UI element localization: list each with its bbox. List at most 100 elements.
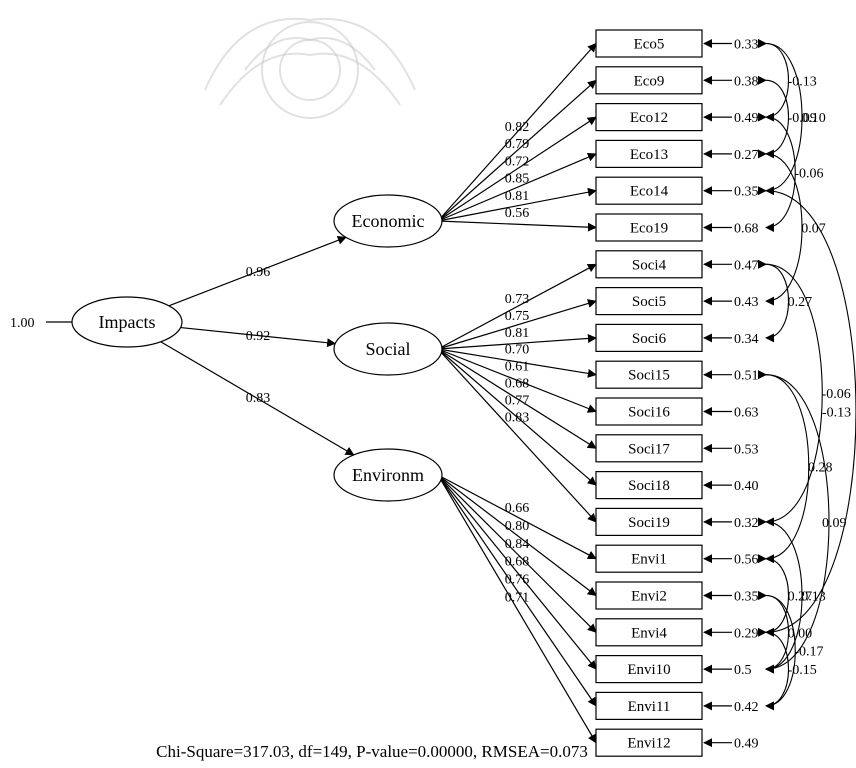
indicator-envi2-label: Envi2 (631, 589, 667, 605)
structural-loading-economic: 0.96 (246, 265, 271, 280)
indicator-soci19 (595, 507, 703, 536)
error-covariance-value: 0.00 (788, 626, 813, 641)
loading-path-eco5 (437, 42, 597, 222)
indicator-soci15 (595, 360, 703, 389)
loading-envi11: 0.76 (505, 573, 530, 588)
indicator-envi12 (595, 728, 703, 757)
latent-economic-label: Economic (352, 211, 425, 231)
error-variance-eco12: 0.49 (734, 111, 759, 126)
error-covariance-curve (757, 38, 803, 196)
error-variance-soci5: 0.43 (734, 295, 759, 310)
latent-impacts-label: Impacts (99, 312, 156, 332)
loading-path-soci18 (437, 348, 597, 486)
error-covariance-curve (757, 627, 790, 711)
structural-loading-social: 0.92 (246, 329, 271, 344)
indicator-eco14 (595, 176, 703, 205)
indicator-soci16 (595, 397, 703, 426)
indicator-eco14-label: Eco14 (630, 184, 669, 200)
indicator-soci6 (595, 323, 703, 352)
error-variance-envi2: 0.35 (734, 590, 759, 605)
loading-eco13: 0.85 (505, 172, 530, 187)
structural-path-environm (160, 341, 355, 456)
error-variance-eco19: 0.68 (734, 222, 759, 237)
error-covariance-curve (757, 590, 790, 674)
error-covariance-value: 0.07 (801, 222, 826, 237)
error-variance-envi12: 0.49 (734, 737, 759, 752)
error-covariance-value: -0.17 (794, 645, 823, 660)
fit-statistics: Chi-Square=317.03, df=149, P-value=0.000… (156, 742, 588, 761)
indicator-soci19-label: Soci19 (628, 515, 670, 531)
loading-eco14: 0.81 (505, 189, 530, 204)
loading-path-soci16 (437, 348, 597, 413)
loading-path-eco12 (437, 116, 597, 222)
error-covariance-value: -0.09 (788, 111, 817, 126)
error-variance-soci19: 0.32 (734, 516, 759, 531)
error-covariance-curve (757, 517, 803, 674)
indicator-envi2 (595, 581, 703, 610)
latent-environm (333, 448, 443, 502)
indicator-envi1 (595, 544, 703, 573)
error-variance-envi10: 0.5 (734, 663, 752, 678)
loading-path-soci4 (437, 263, 597, 350)
loading-soci15: 0.70 (505, 343, 530, 358)
loading-soci17: 0.68 (505, 377, 530, 392)
error-variance-soci17: 0.53 (734, 442, 759, 457)
indicator-envi10-label: Envi10 (627, 662, 670, 678)
indicator-envi1-label: Envi1 (631, 552, 667, 568)
error-variance-soci15: 0.51 (734, 369, 759, 384)
indicator-soci4-label: Soci4 (632, 257, 667, 273)
loading-path-envi10 (437, 474, 597, 670)
error-covariance-curve (757, 590, 796, 711)
loading-soci5: 0.75 (505, 309, 530, 324)
loading-path-soci19 (437, 348, 597, 523)
error-covariance-curve (757, 112, 796, 232)
error-covariance-value: -0.13 (788, 74, 817, 89)
labels-layer: 1.000.960.920.830.820.790.720.850.810.56… (10, 38, 851, 752)
indicator-eco19 (595, 213, 703, 242)
loading-path-eco19 (437, 220, 597, 232)
indicator-envi12-label: Envi12 (627, 736, 670, 752)
indicator-eco9 (595, 66, 703, 95)
indicator-soci15-label: Soci15 (628, 368, 670, 384)
indicator-soci17-label: Soci17 (628, 441, 670, 457)
indicator-soci5-label: Soci5 (632, 294, 666, 310)
loading-eco9: 0.79 (505, 137, 530, 152)
error-covariance-value: 0.10 (801, 111, 826, 126)
error-variance-eco14: 0.35 (734, 185, 759, 200)
root-variance: 1.00 (10, 316, 35, 331)
latent-social (333, 322, 443, 376)
structural-loading-environm: 0.83 (246, 391, 271, 406)
loading-eco12: 0.72 (505, 154, 530, 169)
loading-path-envi11 (437, 474, 597, 707)
indicator-eco5-label: Eco5 (634, 37, 665, 53)
error-variance-envi11: 0.42 (734, 700, 759, 715)
error-covariance-curve (757, 149, 803, 306)
indicator-soci18-label: Soci18 (628, 478, 670, 494)
latent-social-label: Social (366, 339, 411, 359)
error-covariance-value: 0.09 (822, 516, 847, 531)
error-covariance-curve (757, 38, 790, 122)
loading-envi1: 0.66 (505, 501, 530, 516)
indicator-envi11 (595, 691, 703, 721)
loading-eco5: 0.82 (505, 120, 530, 135)
indicator-eco13 (595, 139, 703, 168)
error-variance-eco5: 0.33 (734, 38, 759, 53)
error-variance-soci18: 0.40 (734, 479, 759, 494)
edges-layer (46, 38, 856, 748)
error-variance-envi4: 0.29 (734, 626, 759, 641)
loading-path-envi1 (437, 474, 597, 560)
loading-soci6: 0.81 (505, 326, 530, 341)
indicator-soci16-label: Soci16 (628, 405, 670, 421)
latent-impacts (71, 296, 183, 348)
loading-path-soci15 (437, 348, 597, 378)
error-covariance-value: -0.06 (794, 166, 823, 181)
loading-envi12: 0.71 (505, 591, 530, 606)
error-variance-eco13: 0.27 (734, 148, 759, 163)
error-variance-eco9: 0.38 (734, 74, 759, 89)
loading-path-eco9 (437, 79, 597, 222)
structural-path-economic (168, 236, 347, 307)
error-covariance-value: 0.27 (788, 295, 813, 310)
error-covariance-value: 0.28 (808, 461, 833, 476)
loading-path-soci17 (437, 348, 597, 449)
